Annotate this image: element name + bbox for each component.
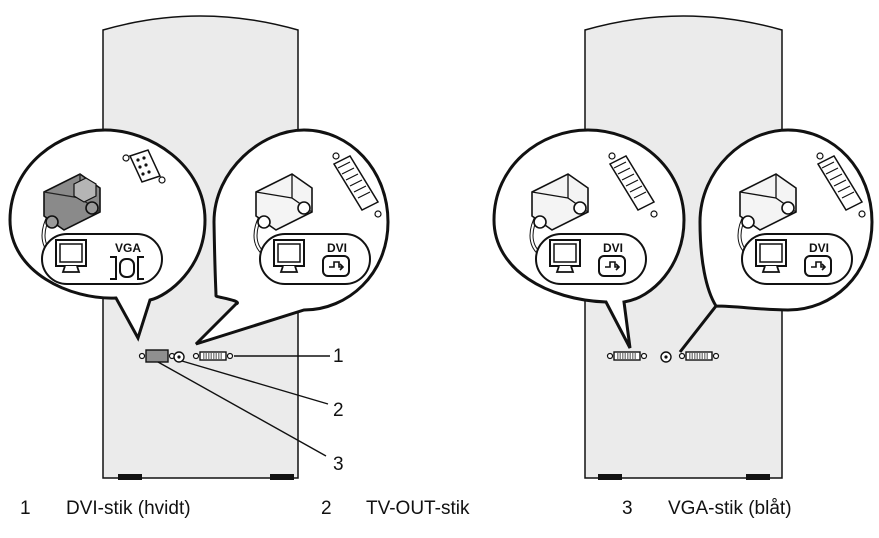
tower-foot bbox=[270, 474, 294, 480]
tv-out-port bbox=[660, 351, 672, 363]
dvi-port-icon bbox=[598, 255, 626, 277]
dvi-bubble-a: DVI bbox=[492, 128, 686, 349]
dvi-port-icon bbox=[804, 255, 832, 277]
callout-1: 1 bbox=[333, 346, 344, 367]
tower-foot bbox=[118, 474, 142, 480]
dvi-port-icon bbox=[322, 255, 350, 277]
legend-text-2: TV-OUT-stik bbox=[366, 498, 470, 519]
vga-port-icon bbox=[109, 256, 145, 280]
callout-line-2 bbox=[181, 360, 329, 405]
dvi-connector-label: DVI bbox=[603, 241, 623, 255]
tv-out-port bbox=[173, 351, 185, 363]
dvi-connector-label: DVI bbox=[809, 241, 829, 255]
dvi-port bbox=[192, 351, 234, 361]
legend: 1 DVI-stik (hvidt) 2 TV-OUT-stik 3 VGA-s… bbox=[0, 498, 879, 532]
callout-3: 3 bbox=[333, 454, 344, 475]
tower-foot bbox=[598, 474, 622, 480]
right-panel: DVI DVI bbox=[492, 15, 874, 480]
legend-num-1: 1 bbox=[20, 498, 31, 519]
vga-port bbox=[138, 349, 176, 363]
dvi-port bbox=[606, 351, 648, 361]
vga-bubble: VGA bbox=[8, 128, 207, 342]
legend-text-3: VGA-stik (blåt) bbox=[668, 498, 792, 519]
callout-line-3 bbox=[157, 361, 327, 457]
legend-text-1: DVI-stik (hvidt) bbox=[66, 498, 191, 519]
legend-num-3: 3 bbox=[622, 498, 633, 519]
dvi-bubble-left-panel: DVI bbox=[194, 128, 390, 346]
dvi-bubble-b: DVI bbox=[678, 128, 874, 353]
dvi-connector-label: DVI bbox=[327, 241, 347, 255]
connector-diagram: VGA DVI 1 2 3 bbox=[8, 15, 874, 480]
left-panel: VGA DVI 1 2 3 bbox=[8, 15, 390, 480]
computer-tower bbox=[584, 15, 783, 479]
callout-2: 2 bbox=[333, 400, 344, 421]
tower-foot bbox=[746, 474, 770, 480]
legend-num-2: 2 bbox=[321, 498, 332, 519]
vga-connector-label: VGA bbox=[115, 241, 141, 255]
dvi-port bbox=[678, 351, 720, 361]
